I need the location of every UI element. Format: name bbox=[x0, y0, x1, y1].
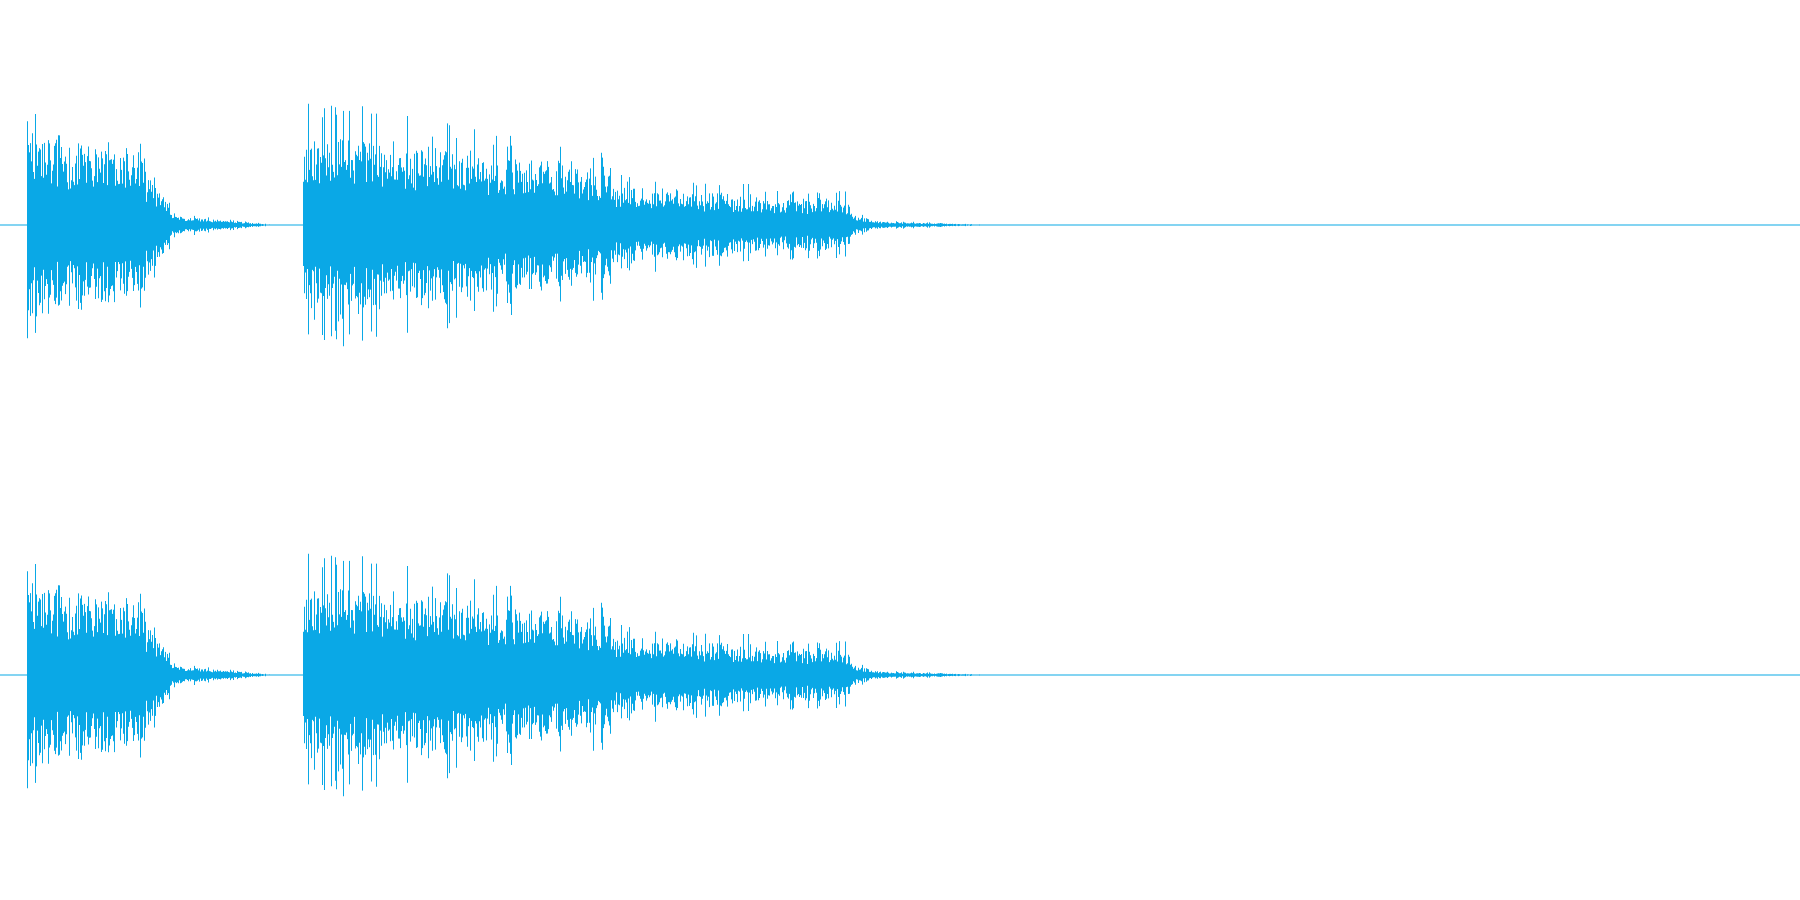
channel-right-waveform[interactable] bbox=[0, 553, 1800, 797]
channel-right-signal bbox=[27, 553, 980, 797]
channel-left-waveform[interactable] bbox=[0, 103, 1800, 347]
channel-left-signal bbox=[27, 103, 980, 347]
